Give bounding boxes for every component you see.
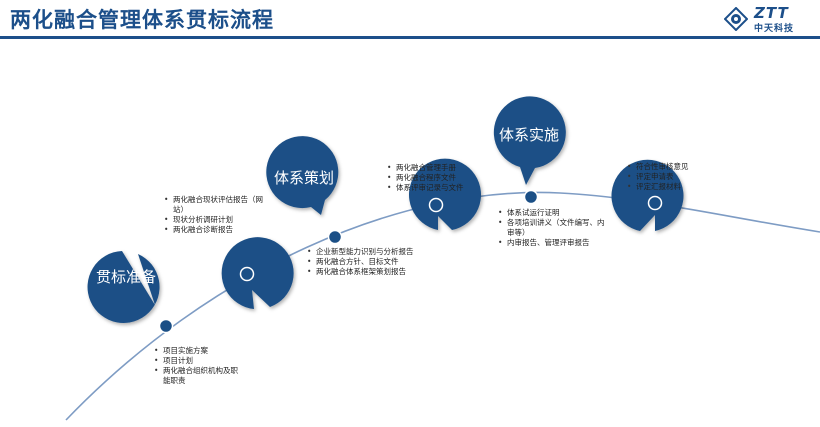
page-title: 两化融合管理体系贯标流程	[10, 8, 274, 32]
note-item: 评定申请表	[626, 172, 722, 182]
note-item: 项目实施方案	[153, 346, 239, 356]
stage-3-label: 体系策划	[273, 169, 334, 187]
stage-5-notes: 体系试运行证明 各项培训讲义（文件编写、内审等） 内审报告、管理评审报告	[497, 208, 609, 248]
stage-2-notes: 两化融合现状评估报告（网站） 现状分析调研计划 两化融合诊断报告	[163, 195, 267, 235]
stage-3-group	[266, 136, 343, 245]
note-item: 两化融合程序文件	[386, 173, 496, 183]
note-item: 各项培训讲义（文件编写、内审等）	[497, 218, 609, 238]
note-item: 评定汇报材料	[626, 182, 722, 192]
note-item: 现状分析调研计划	[163, 215, 267, 225]
stage-5-node	[523, 189, 539, 205]
note-item: 体系评审记录与文件	[386, 183, 496, 193]
stage-4-node	[428, 197, 444, 213]
stage-5-bubble	[493, 96, 566, 185]
stage-4-notes: 两化融合管理手册 两化融合程序文件 体系评审记录与文件	[386, 163, 496, 193]
stage-5-label: 体系实施	[498, 126, 559, 144]
header-divider	[0, 36, 820, 39]
stage-1-notes: 项目实施方案 项目计划 两化融合组织机构及职能职责	[153, 346, 239, 386]
stage-2-group	[221, 237, 294, 309]
note-item: 两化融合组织机构及职能职责	[153, 366, 239, 386]
stage-4-label: 文件编辑	[424, 258, 485, 276]
stage-1-bubble	[87, 251, 160, 323]
ztt-logo: ZTT 中天科技	[724, 4, 816, 34]
process-curve	[65, 191, 820, 421]
logo-text: ZTT	[754, 4, 789, 22]
note-item: 两化融合现状评估报告（网站）	[163, 195, 267, 215]
note-item: 两化融合体系框架策划报告	[306, 267, 416, 277]
stage-3-node	[327, 229, 343, 245]
note-item: 项目计划	[153, 356, 239, 366]
stage-2-bubble	[221, 237, 294, 309]
stage-3-bubble	[266, 136, 339, 215]
note-item: 内审报告、管理评审报告	[497, 238, 609, 248]
note-item: 两化融合方针、目标文件	[306, 257, 416, 267]
note-item: 企业新型能力识别与分析报告	[306, 247, 416, 257]
stage-5-group	[493, 96, 566, 205]
stage-6-notes: 符合性审核意见 评定申请表 评定汇报材料	[626, 162, 722, 192]
stage-1-label: 贯标准备	[95, 268, 156, 286]
stage-2-node	[239, 266, 255, 282]
note-item: 两化融合管理手册	[386, 163, 496, 173]
stage-2-label: 调研诊断	[235, 325, 296, 343]
stage-3-notes: 企业新型能力识别与分析报告 两化融合方针、目标文件 两化融合体系框架策划报告	[306, 247, 416, 277]
stage-1-group	[87, 251, 174, 334]
logo-subtext: 中天科技	[754, 24, 795, 34]
logo-mark-icon	[724, 7, 748, 31]
note-item: 体系试运行证明	[497, 208, 609, 218]
stage-6-label: 体系认定	[616, 260, 677, 278]
note-item: 符合性审核意见	[626, 162, 722, 172]
note-item: 两化融合诊断报告	[163, 225, 267, 235]
stage-1-node	[158, 318, 174, 334]
stage-6-node	[647, 195, 663, 211]
